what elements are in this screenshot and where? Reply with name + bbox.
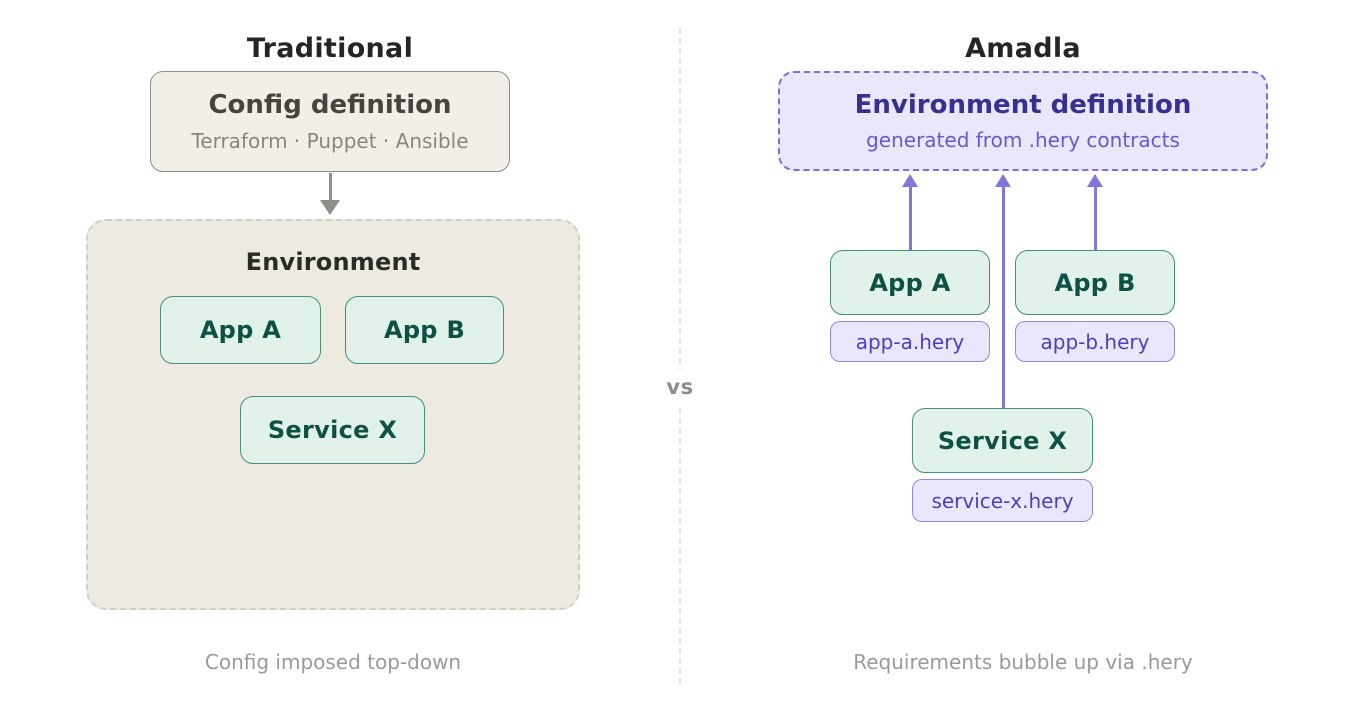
vs-label: vs [663,369,697,405]
amadla-title: Amadla [965,33,1081,64]
app-b-label-right: App B [1054,268,1136,297]
traditional-title: Traditional [246,33,414,64]
service-x-hery-label: service-x.hery [931,488,1074,513]
environment-definition-title: Environment definition [854,90,1192,120]
environment-box: Environment App A App B Service X [86,219,580,610]
app-a-hery-box: app-a.hery [830,321,990,362]
down-arrow-stem [328,173,332,201]
service-x-hery-box: service-x.hery [912,479,1093,522]
app-a-label-right: App A [869,268,951,297]
config-definition-subtitle: Terraform · Puppet · Ansible [191,129,469,153]
up-arrow-service-x-stem [1001,185,1005,408]
service-x-label-left: Service X [267,416,398,444]
up-arrow-app-b-icon [1087,174,1103,187]
center-divider [679,28,681,684]
up-arrow-app-b-stem [1093,185,1097,250]
right-caption: Requirements bubble up via .hery [853,650,1193,674]
app-a-box-left: App A [160,296,321,364]
app-a-label-left: App A [199,316,282,344]
down-arrow-icon [320,200,340,215]
app-b-hery-box: app-b.hery [1015,321,1175,362]
environment-title: Environment [245,248,421,276]
app-a-hery-label: app-a.hery [855,329,965,354]
service-x-box-left: Service X [240,396,425,464]
up-arrow-service-x-icon [995,174,1011,187]
app-b-box-right: App B [1015,250,1175,315]
up-arrow-app-a-icon [902,174,918,187]
config-definition-box: Config definition Terraform · Puppet · A… [150,71,510,172]
up-arrow-app-a-stem [908,185,912,250]
app-b-box-left: App B [345,296,504,364]
app-b-hery-label: app-b.hery [1040,329,1150,354]
left-caption: Config imposed top-down [204,650,462,674]
app-b-label-left: App B [383,316,466,344]
service-x-box-right: Service X [912,408,1093,473]
service-x-label-right: Service X [937,426,1068,455]
app-a-box-right: App A [830,250,990,315]
environment-definition-box: Environment definition generated from .h… [778,71,1268,171]
config-definition-title: Config definition [208,90,452,120]
environment-definition-subtitle: generated from .hery contracts [866,128,1180,152]
